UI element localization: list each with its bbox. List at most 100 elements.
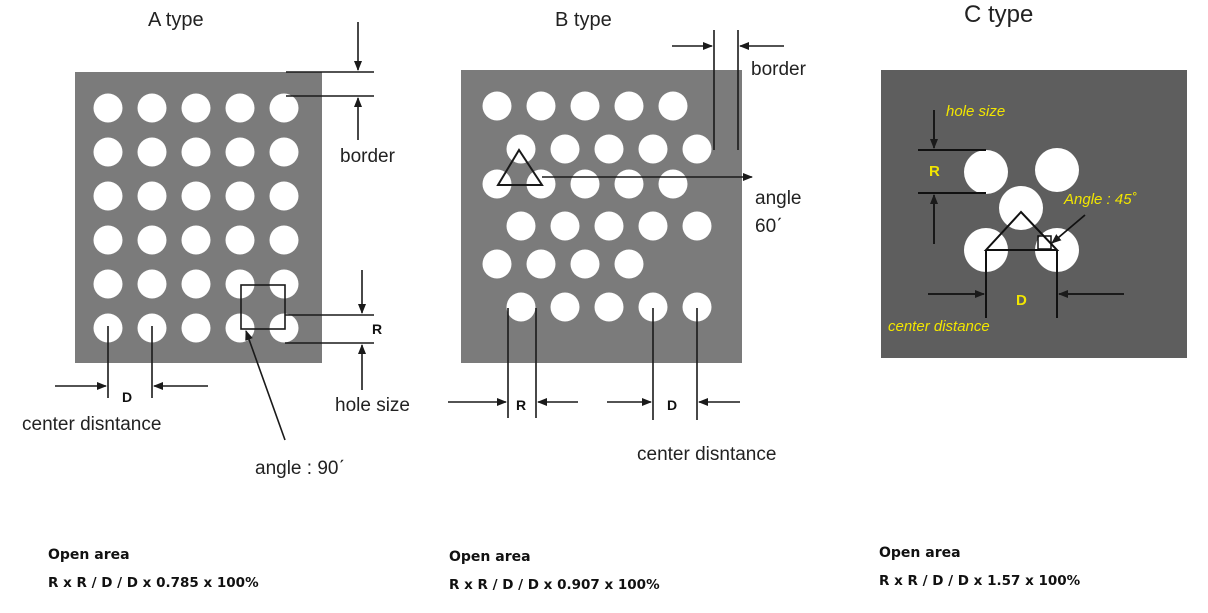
a-hole <box>269 181 299 211</box>
b-hole <box>482 91 512 121</box>
b-angle-label-line2: 60ˊ <box>755 216 782 237</box>
formula-c-text: R x R / D / D x 1.57 x 100% <box>879 573 1081 589</box>
a-square-marker <box>240 284 286 330</box>
b-hole <box>638 134 668 164</box>
a-hole <box>137 181 167 211</box>
a-type-panel: A type border R hole size D center disnt… <box>22 9 410 479</box>
b-hole <box>506 211 536 241</box>
a-hole <box>269 225 299 255</box>
c-angle-arrow <box>1051 214 1086 244</box>
a-hole <box>93 269 123 299</box>
a-hole <box>137 225 167 255</box>
c-hole-1 <box>964 150 1008 194</box>
b-triangle-marker <box>496 148 544 186</box>
b-r-label: R <box>516 397 526 413</box>
b-hole <box>570 169 600 199</box>
a-type-title: A type <box>148 9 204 31</box>
b-hole <box>614 169 644 199</box>
a-hole <box>181 225 211 255</box>
a-angle-label: angle : 90ˊ <box>255 458 345 479</box>
c-type-panel: C type hole size R Angle : 45˚ D center … <box>881 1 1187 358</box>
b-hole <box>550 211 580 241</box>
a-hole <box>225 137 255 167</box>
a-hole <box>269 93 299 123</box>
a-hole <box>269 137 299 167</box>
b-d-label: D <box>667 397 677 413</box>
c-triangle-marker <box>983 210 1060 251</box>
b-hole <box>570 91 600 121</box>
a-hole-grid <box>93 93 299 343</box>
a-hole <box>225 181 255 211</box>
a-hole <box>225 313 255 343</box>
a-hole <box>181 137 211 167</box>
b-hole <box>638 292 668 322</box>
formula-b-title: Open area <box>449 549 531 565</box>
a-hole <box>93 93 123 123</box>
formula-a-title: Open area <box>48 547 130 563</box>
b-hole <box>506 292 536 322</box>
b-hole <box>594 292 624 322</box>
b-hole <box>482 169 512 199</box>
b-type-panel: B type border angle 60ˊ R D center disnt… <box>448 9 807 465</box>
b-hole <box>658 169 688 199</box>
a-hole <box>181 93 211 123</box>
c-hole-3 <box>999 186 1043 230</box>
a-hole <box>225 269 255 299</box>
b-hole <box>594 134 624 164</box>
a-hole <box>225 93 255 123</box>
a-hole <box>269 313 299 343</box>
a-border-label: border <box>340 146 396 167</box>
b-hole <box>594 211 624 241</box>
c-type-title: C type <box>964 1 1033 28</box>
a-hole <box>137 137 167 167</box>
formula-b: Open area R x R / D / D x 0.907 x 100% <box>449 549 660 593</box>
a-hole <box>137 93 167 123</box>
b-border-label: border <box>751 59 807 80</box>
b-hole <box>638 211 668 241</box>
b-hole <box>658 91 688 121</box>
a-hole <box>269 269 299 299</box>
formula-c: Open area R x R / D / D x 1.57 x 100% <box>879 545 1080 589</box>
b-hole <box>550 292 580 322</box>
c-hole-size-label: hole size <box>946 103 1005 120</box>
a-hole <box>93 137 123 167</box>
c-center-distance-label: center distance <box>888 318 990 335</box>
b-hole <box>526 249 556 279</box>
a-hole <box>225 225 255 255</box>
formula-b-text: R x R / D / D x 0.907 x 100% <box>449 577 660 593</box>
b-hole <box>550 134 580 164</box>
b-center-distance-label: center disntance <box>637 444 776 465</box>
a-d-label: D <box>122 389 132 405</box>
c-hole-2 <box>1035 148 1079 192</box>
a-r-label: R <box>372 321 382 337</box>
b-hole <box>682 211 712 241</box>
b-angle-label-line1: angle <box>755 188 802 209</box>
a-hole-size-label: hole size <box>335 395 410 416</box>
a-angle-arrow <box>245 330 286 441</box>
a-hole <box>181 313 211 343</box>
b-hole <box>570 249 600 279</box>
a-hole <box>93 225 123 255</box>
a-hole <box>137 269 167 299</box>
b-hole <box>614 91 644 121</box>
b-hole <box>526 91 556 121</box>
c-d-label: D <box>1016 292 1027 309</box>
a-center-distance-label: center disntance <box>22 414 161 435</box>
b-hole <box>614 249 644 279</box>
c-r-label: R <box>929 163 940 180</box>
a-hole <box>181 181 211 211</box>
b-hole-grid <box>482 91 712 322</box>
formula-c-title: Open area <box>879 545 961 561</box>
c-angle-marker <box>1037 235 1052 250</box>
b-hole <box>506 134 536 164</box>
b-type-title: B type <box>555 9 612 31</box>
formula-a: Open area R x R / D / D x 0.785 x 100% <box>48 547 259 591</box>
b-hole <box>682 134 712 164</box>
c-angle-label: Angle : 45˚ <box>1063 191 1138 208</box>
a-hole <box>93 181 123 211</box>
b-hole <box>682 292 712 322</box>
formula-a-text: R x R / D / D x 0.785 x 100% <box>48 575 259 591</box>
b-hole <box>482 249 512 279</box>
a-hole <box>181 269 211 299</box>
